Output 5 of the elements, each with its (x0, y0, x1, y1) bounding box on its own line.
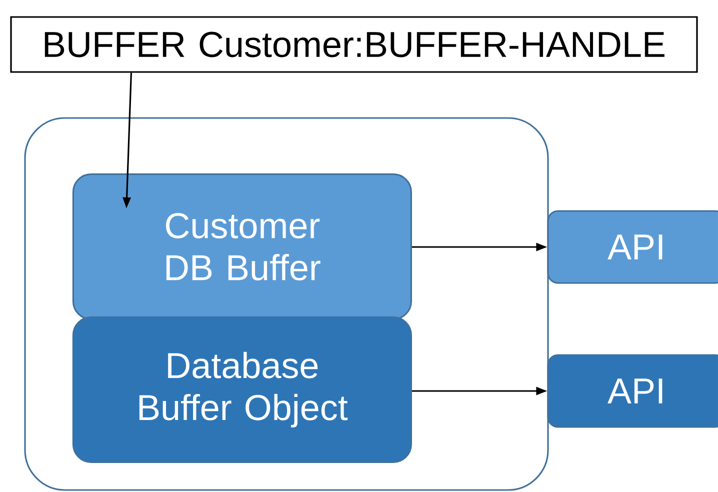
process-box: Database Buffer Object (72, 316, 412, 463)
process-box: Customer DB Buffer (72, 173, 412, 320)
process-box: API (547, 210, 718, 284)
process-box: API (547, 354, 718, 428)
label-box: BUFFER Customer:BUFFER-HANDLE (10, 16, 698, 73)
